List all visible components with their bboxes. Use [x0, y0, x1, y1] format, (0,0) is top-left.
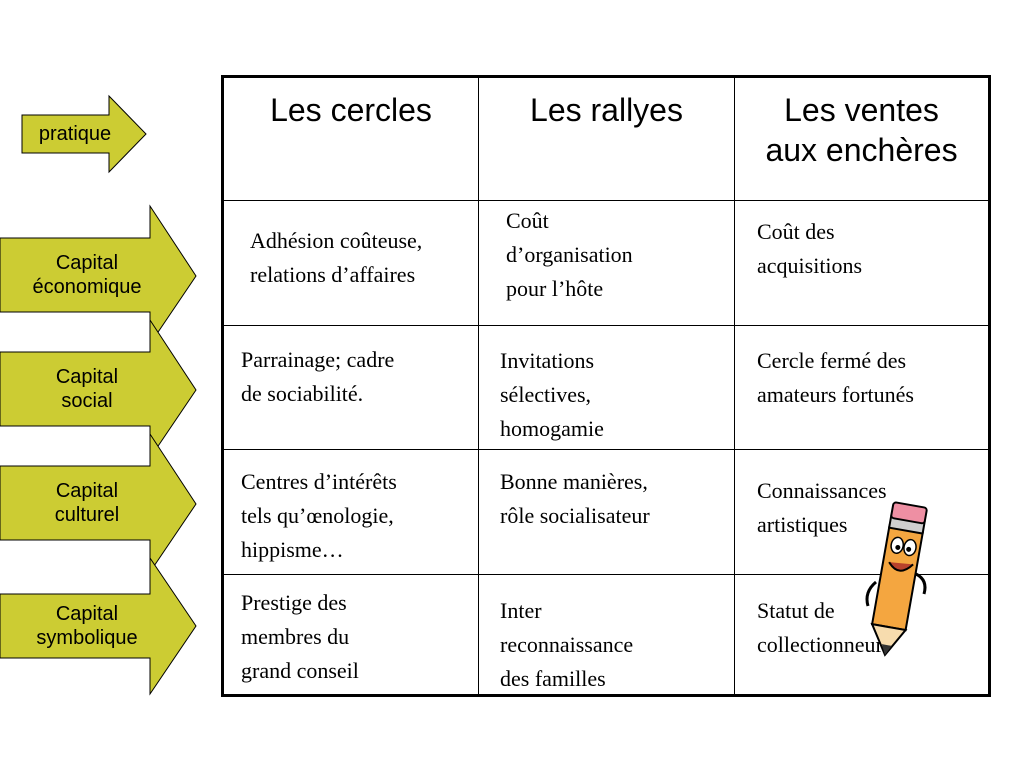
- arrow-shape: [0, 556, 197, 696]
- arrow-label-capital-social: Capital social: [55, 366, 119, 412]
- arrow-shape: [21, 94, 147, 174]
- row-divider: [224, 325, 988, 326]
- arrow-capital-social: Capital social: [0, 318, 198, 460]
- row-divider: [224, 200, 988, 201]
- column-divider: [734, 78, 735, 694]
- arrow-shape: [0, 204, 197, 346]
- arrow-shape: [0, 432, 197, 574]
- cell-ventes-symbolique: Statut de collectionneur: [757, 598, 883, 657]
- cell-cercles-economique: Adhésion coûteuse, relations d’affaires: [250, 228, 423, 287]
- cell-rallyes-symbolique: Inter reconnaissance des familles: [500, 598, 634, 691]
- arrow-capital-culturel: Capital culturel: [0, 432, 198, 574]
- cell-cercles-social: Parrainage; cadre de sociabilité.: [241, 347, 395, 406]
- cell-ventes-culturel: Connaissances artistiques: [757, 478, 887, 537]
- cell-cercles-symbolique: Prestige des membres du grand conseil: [241, 590, 359, 683]
- arrow-shape: [0, 318, 197, 460]
- cell-ventes-social: Cercle fermé des amateurs fortunés: [757, 348, 914, 407]
- header-les-cercles: Les cercles: [270, 92, 432, 128]
- header-les-ventes: Les ventes aux enchères: [765, 92, 958, 168]
- cell-ventes-economique: Coût des acquisitions: [757, 219, 863, 278]
- cell-rallyes-culturel: Bonne manières, rôle socialisateur: [500, 469, 650, 528]
- cell-rallyes-economique: Coût d’organisation pour l’hôte: [506, 208, 633, 301]
- arrow-capital-symbolique: Capital symbolique: [0, 556, 198, 696]
- arrow-capital-economique: Capital économique: [0, 204, 198, 346]
- row-divider: [224, 574, 988, 575]
- pencil-mascot-icon: [858, 496, 938, 666]
- row-divider: [224, 449, 988, 450]
- arrow-pratique: pratique: [21, 94, 148, 174]
- cell-rallyes-social: Invitations sélectives, homogamie: [500, 348, 604, 441]
- cell-cercles-culturel: Centres d’intérêts tels qu’œnologie, hip…: [241, 469, 397, 562]
- column-divider: [478, 78, 479, 694]
- arrow-label-capital-symbolique: Capital symbolique: [36, 603, 138, 649]
- arrow-label-pratique: pratique: [38, 123, 112, 145]
- comparison-table: Les cercles Les rallyes Les ventes aux e…: [221, 75, 991, 697]
- arrow-label-capital-economique: Capital économique: [32, 252, 142, 298]
- header-les-rallyes: Les rallyes: [530, 92, 683, 128]
- arrow-label-capital-culturel: Capital culturel: [54, 480, 120, 526]
